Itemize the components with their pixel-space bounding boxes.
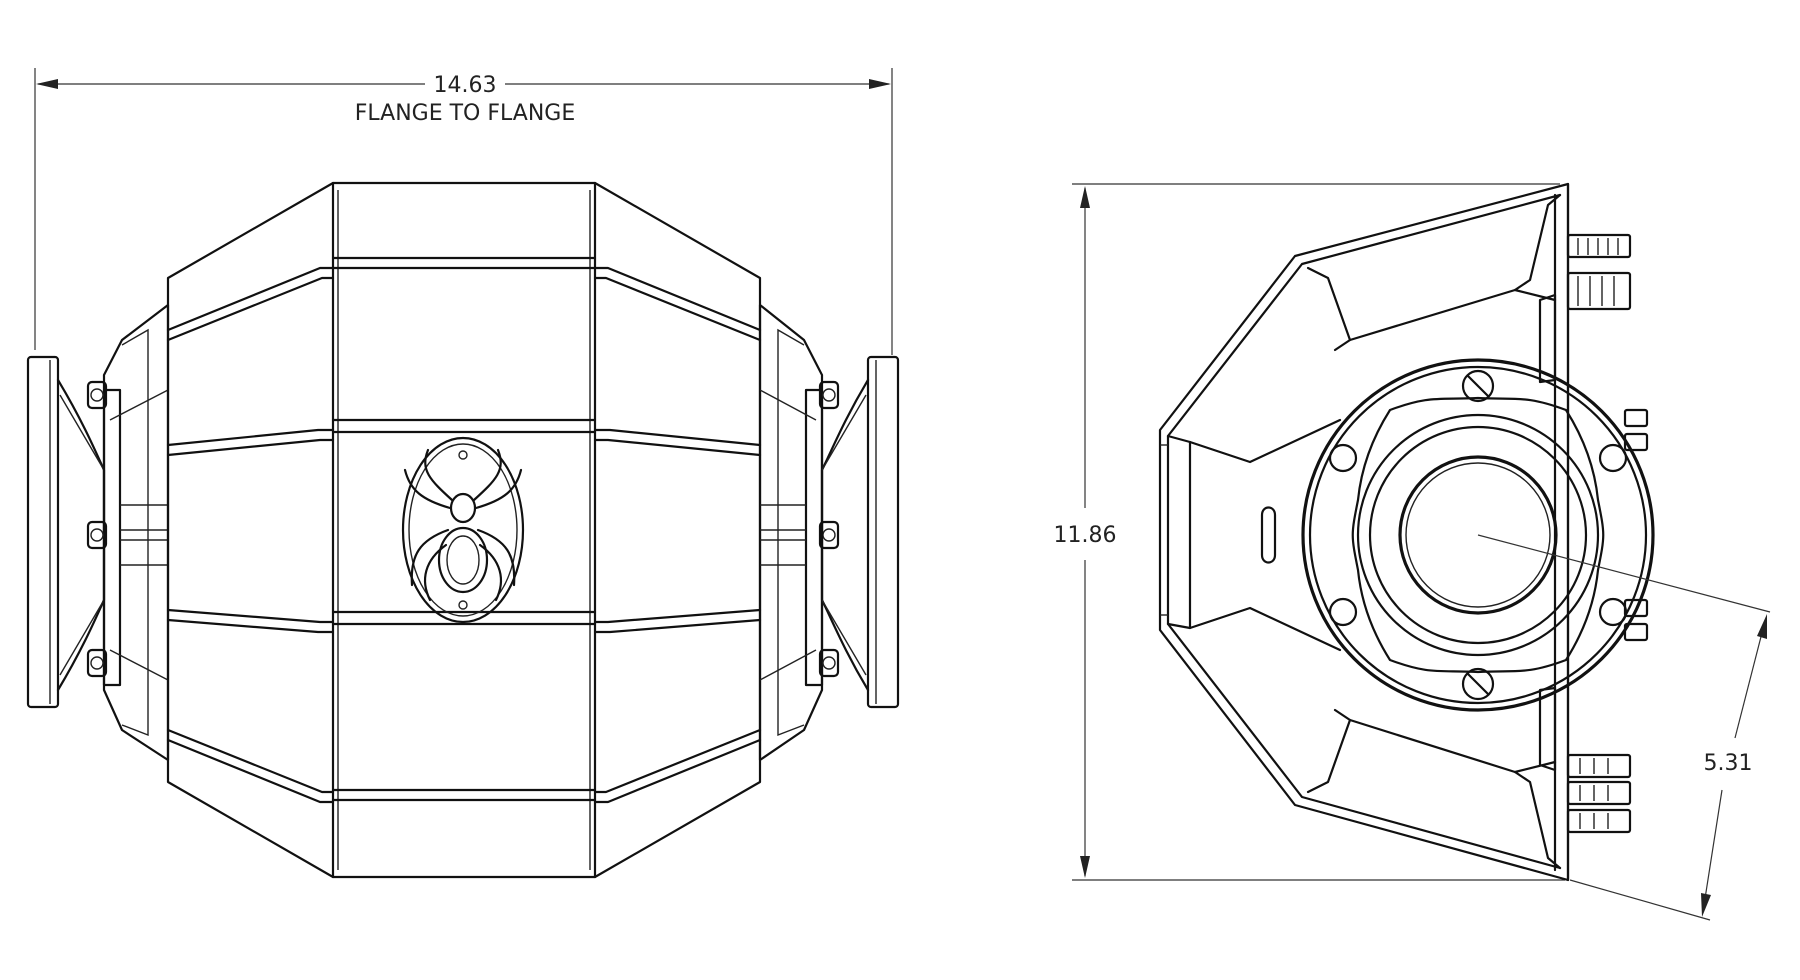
end-housing <box>1158 182 1570 882</box>
dimension-value-offset: 5.31 <box>1704 751 1753 776</box>
threaded-studs <box>1566 233 1649 834</box>
left-bolts <box>86 380 108 678</box>
side-view <box>26 181 900 879</box>
dimension-offset: 5.31 <box>1477 534 1771 921</box>
housing-body <box>166 181 762 879</box>
right-bolts <box>818 380 840 678</box>
left-bracket <box>102 303 170 762</box>
right-flange <box>820 355 900 709</box>
spider-icon <box>401 436 525 624</box>
dimension-height: 11.86 <box>1054 183 1565 881</box>
dimension-value-width: 14.63 <box>434 73 497 98</box>
right-bracket <box>758 303 824 762</box>
dimension-label-flange: FLANGE TO FLANGE <box>355 101 575 126</box>
end-flange <box>1301 358 1655 712</box>
dimension-value-height: 11.86 <box>1054 523 1117 548</box>
end-view: 11.86 <box>1054 182 1771 921</box>
dimension-flange-to-flange: 14.63 FLANGE TO FLANGE <box>34 68 893 355</box>
